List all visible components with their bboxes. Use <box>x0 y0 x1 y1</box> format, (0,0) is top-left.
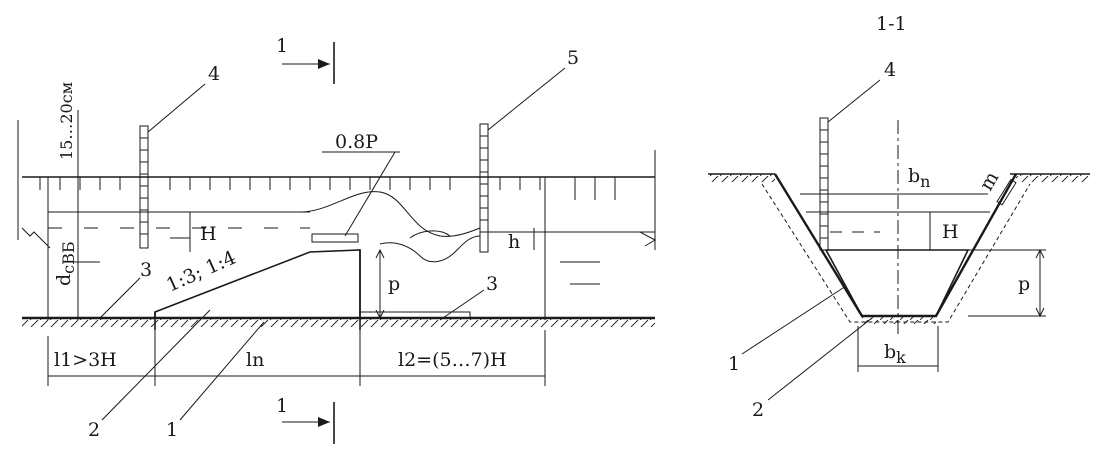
height-p-section: p <box>1018 273 1030 295</box>
depth-main-label: dсВБ <box>53 241 78 286</box>
callout-3-right: 3 <box>486 273 498 295</box>
section-mark-top-label: 1 <box>276 35 288 57</box>
height-h-label: h <box>508 231 520 253</box>
callout-2-left: 2 <box>88 419 100 441</box>
callout-5: 5 <box>567 47 579 69</box>
head-label-section: H <box>942 221 959 243</box>
staff-gauge-4-section <box>819 117 829 251</box>
callout-1-section: 1 <box>728 353 740 375</box>
section-mark-top: 1 <box>276 35 335 84</box>
callout-4-left: 4 <box>208 63 220 85</box>
section-mark-bottom-label: 1 <box>276 395 288 417</box>
callout-2-section: 2 <box>752 399 764 421</box>
length-l1-label: l1>3H <box>54 349 117 371</box>
slope-m-label: m <box>975 168 1003 195</box>
callout-4-section: 4 <box>884 59 896 81</box>
longitudinal-view: 1 1 4 5 0.8P 15…20см dсВБ H 1:3; 1:4 3 3 <box>17 35 657 444</box>
width-top-label: bn <box>908 165 930 191</box>
height-p-left: p <box>388 273 400 295</box>
cross-section-view: 1-1 bn <box>708 13 1090 421</box>
staff-gauge-4 <box>139 125 149 249</box>
width-bottom-label: bk <box>884 341 906 367</box>
crest-width-label: 0.8P <box>335 131 378 153</box>
staff-gauge-5 <box>479 123 489 253</box>
depth-range-label: 15…20см <box>57 82 76 160</box>
weir-section <box>824 249 970 317</box>
length-ln-label: ln <box>246 349 264 371</box>
bank-ticks <box>39 177 616 200</box>
head-label-left: H <box>200 223 217 245</box>
section-title: 1-1 <box>876 13 907 35</box>
slope-label: 1:3; 1:4 <box>163 247 239 297</box>
callout-1-left: 1 <box>166 419 178 441</box>
section-mark-bottom: 1 <box>276 395 335 444</box>
length-l2-label: l2=(5…7)H <box>398 349 507 371</box>
callout-3-left: 3 <box>140 259 152 281</box>
